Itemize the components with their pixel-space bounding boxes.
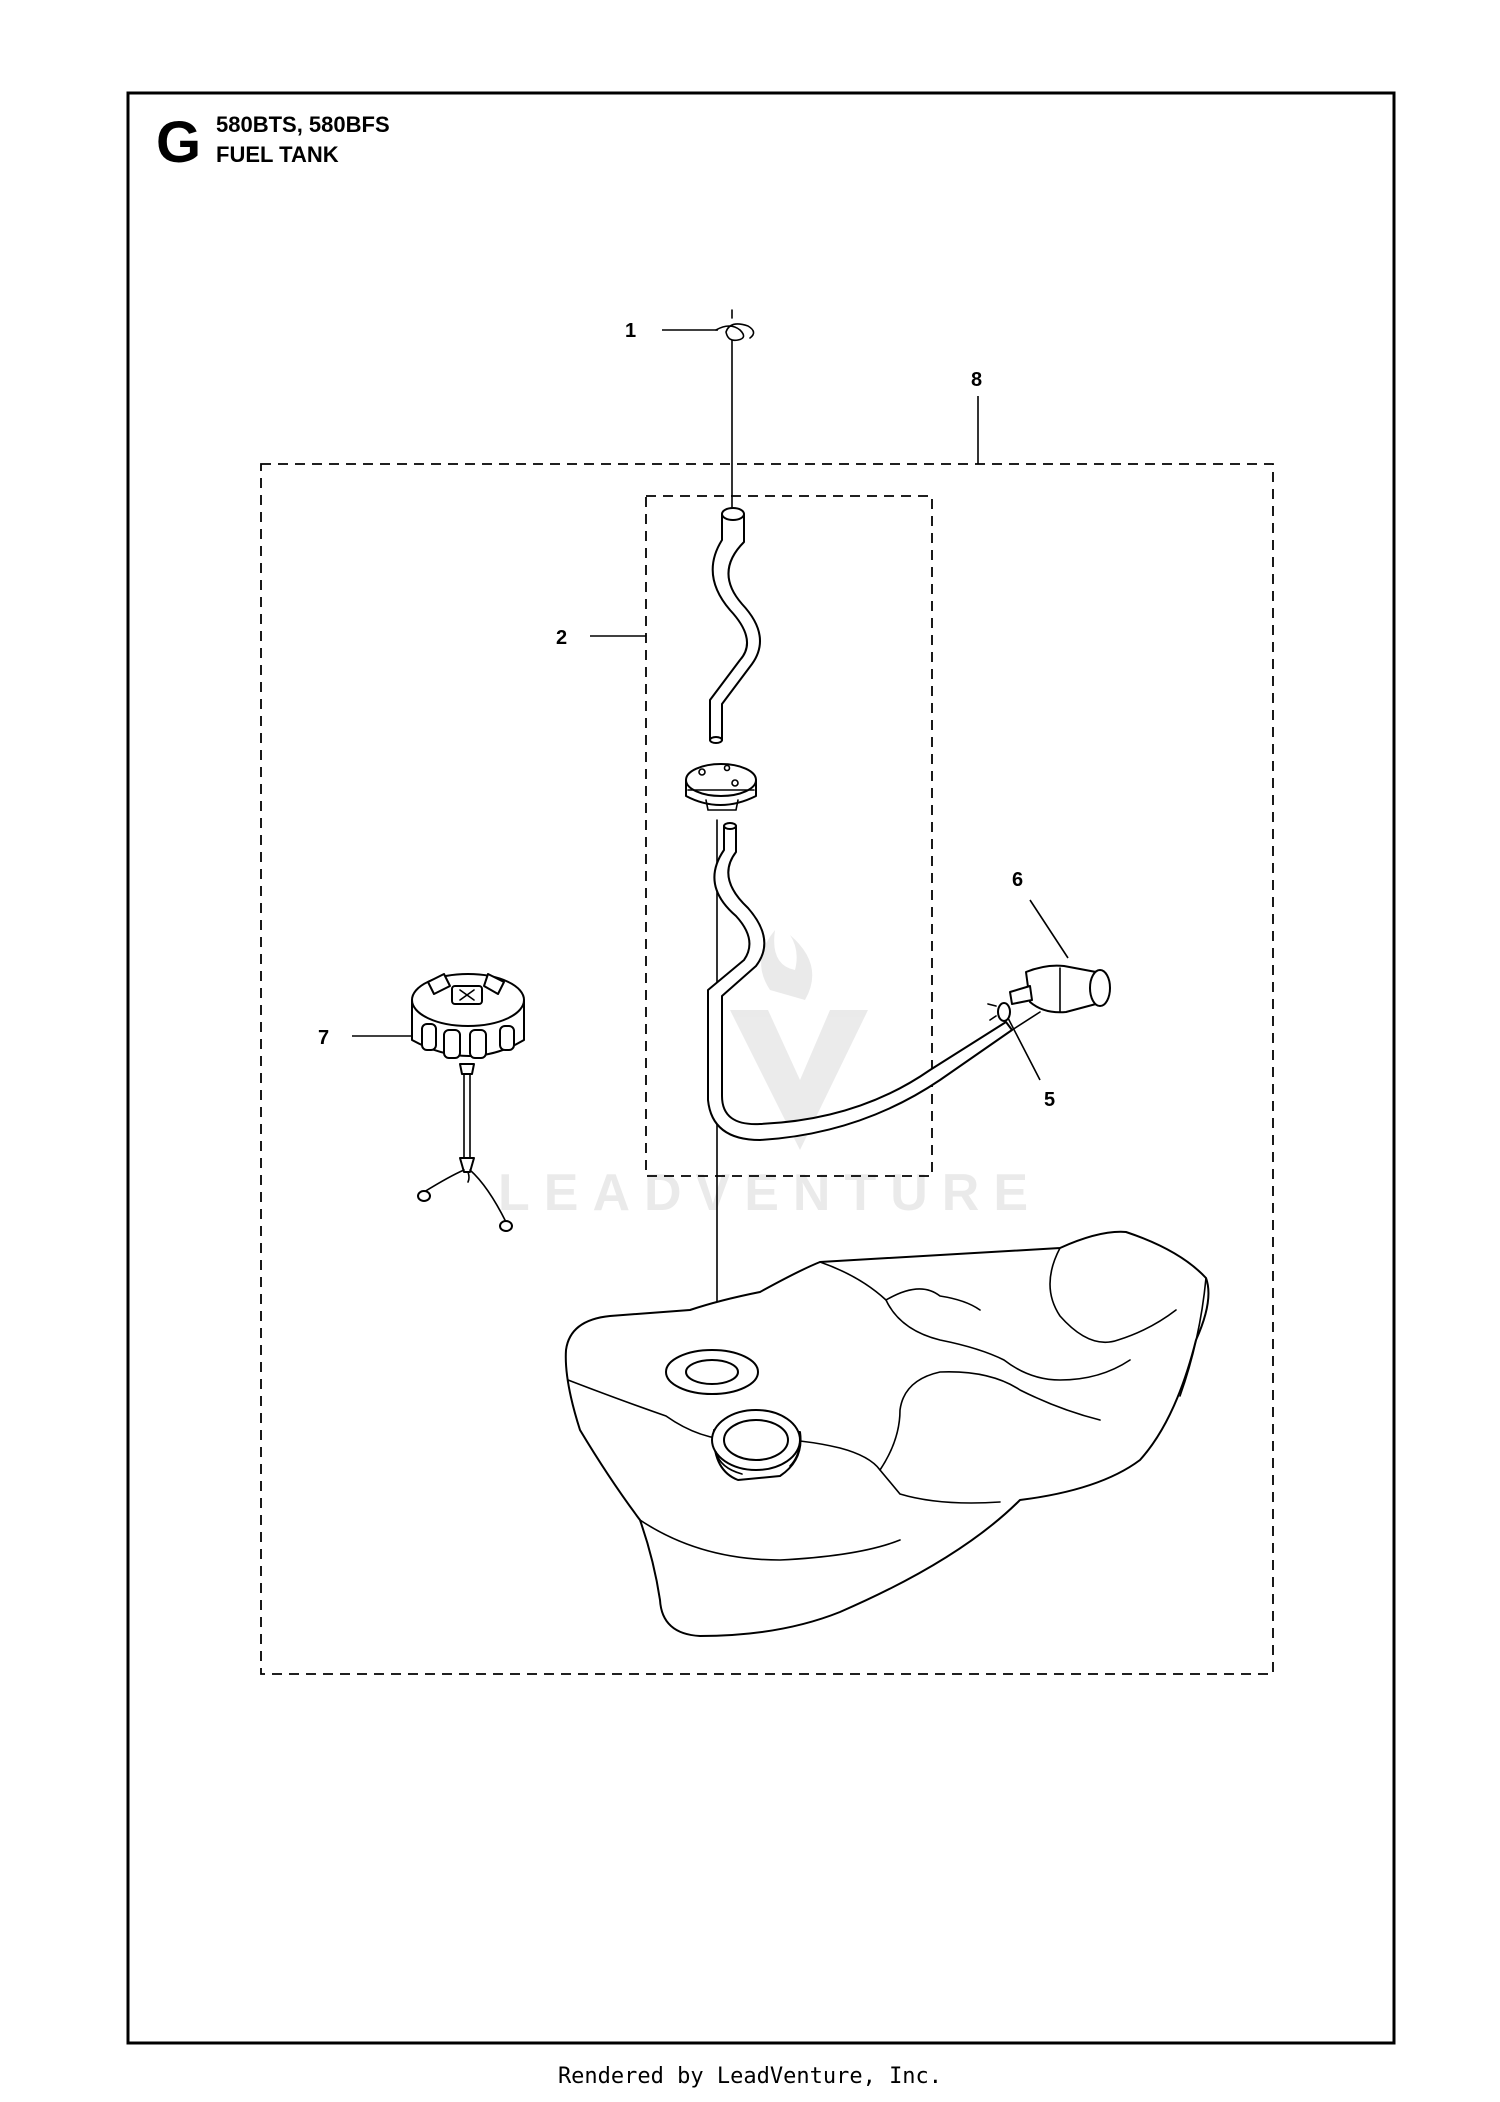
fuel-cap — [411, 973, 525, 1232]
watermark-text: LEADVENTURE — [498, 1164, 1042, 1222]
lower-fuel-hose — [707, 822, 1041, 1141]
page-frame — [126, 91, 1396, 2045]
watermark: LEADVENTURE — [498, 930, 1042, 1222]
section-title: FUEL TANK — [216, 142, 339, 167]
tank-grommet — [685, 763, 757, 811]
section-letter: G — [156, 110, 201, 175]
model-numbers: 580BTS, 580BFS — [216, 112, 390, 137]
hose-clamp — [987, 1002, 1011, 1022]
upper-hose — [709, 507, 761, 744]
fuel-tank — [564, 1230, 1210, 1637]
footer-credit: Rendered by LeadVenture, Inc. — [557, 2064, 943, 2089]
callout-8: 8 — [971, 369, 982, 391]
assembly-box-8 — [260, 463, 1274, 1675]
fuel-filter — [1009, 964, 1111, 1014]
hose-kit-box-2 — [645, 495, 933, 1177]
wire-clip — [715, 309, 755, 342]
callout-1: 1 — [625, 320, 636, 342]
callout-2: 2 — [556, 627, 567, 649]
callout-5: 5 — [1044, 1089, 1055, 1111]
watermark-logo — [730, 1010, 868, 1150]
callout-6: 6 — [1012, 869, 1023, 891]
callout-7: 7 — [318, 1027, 329, 1049]
